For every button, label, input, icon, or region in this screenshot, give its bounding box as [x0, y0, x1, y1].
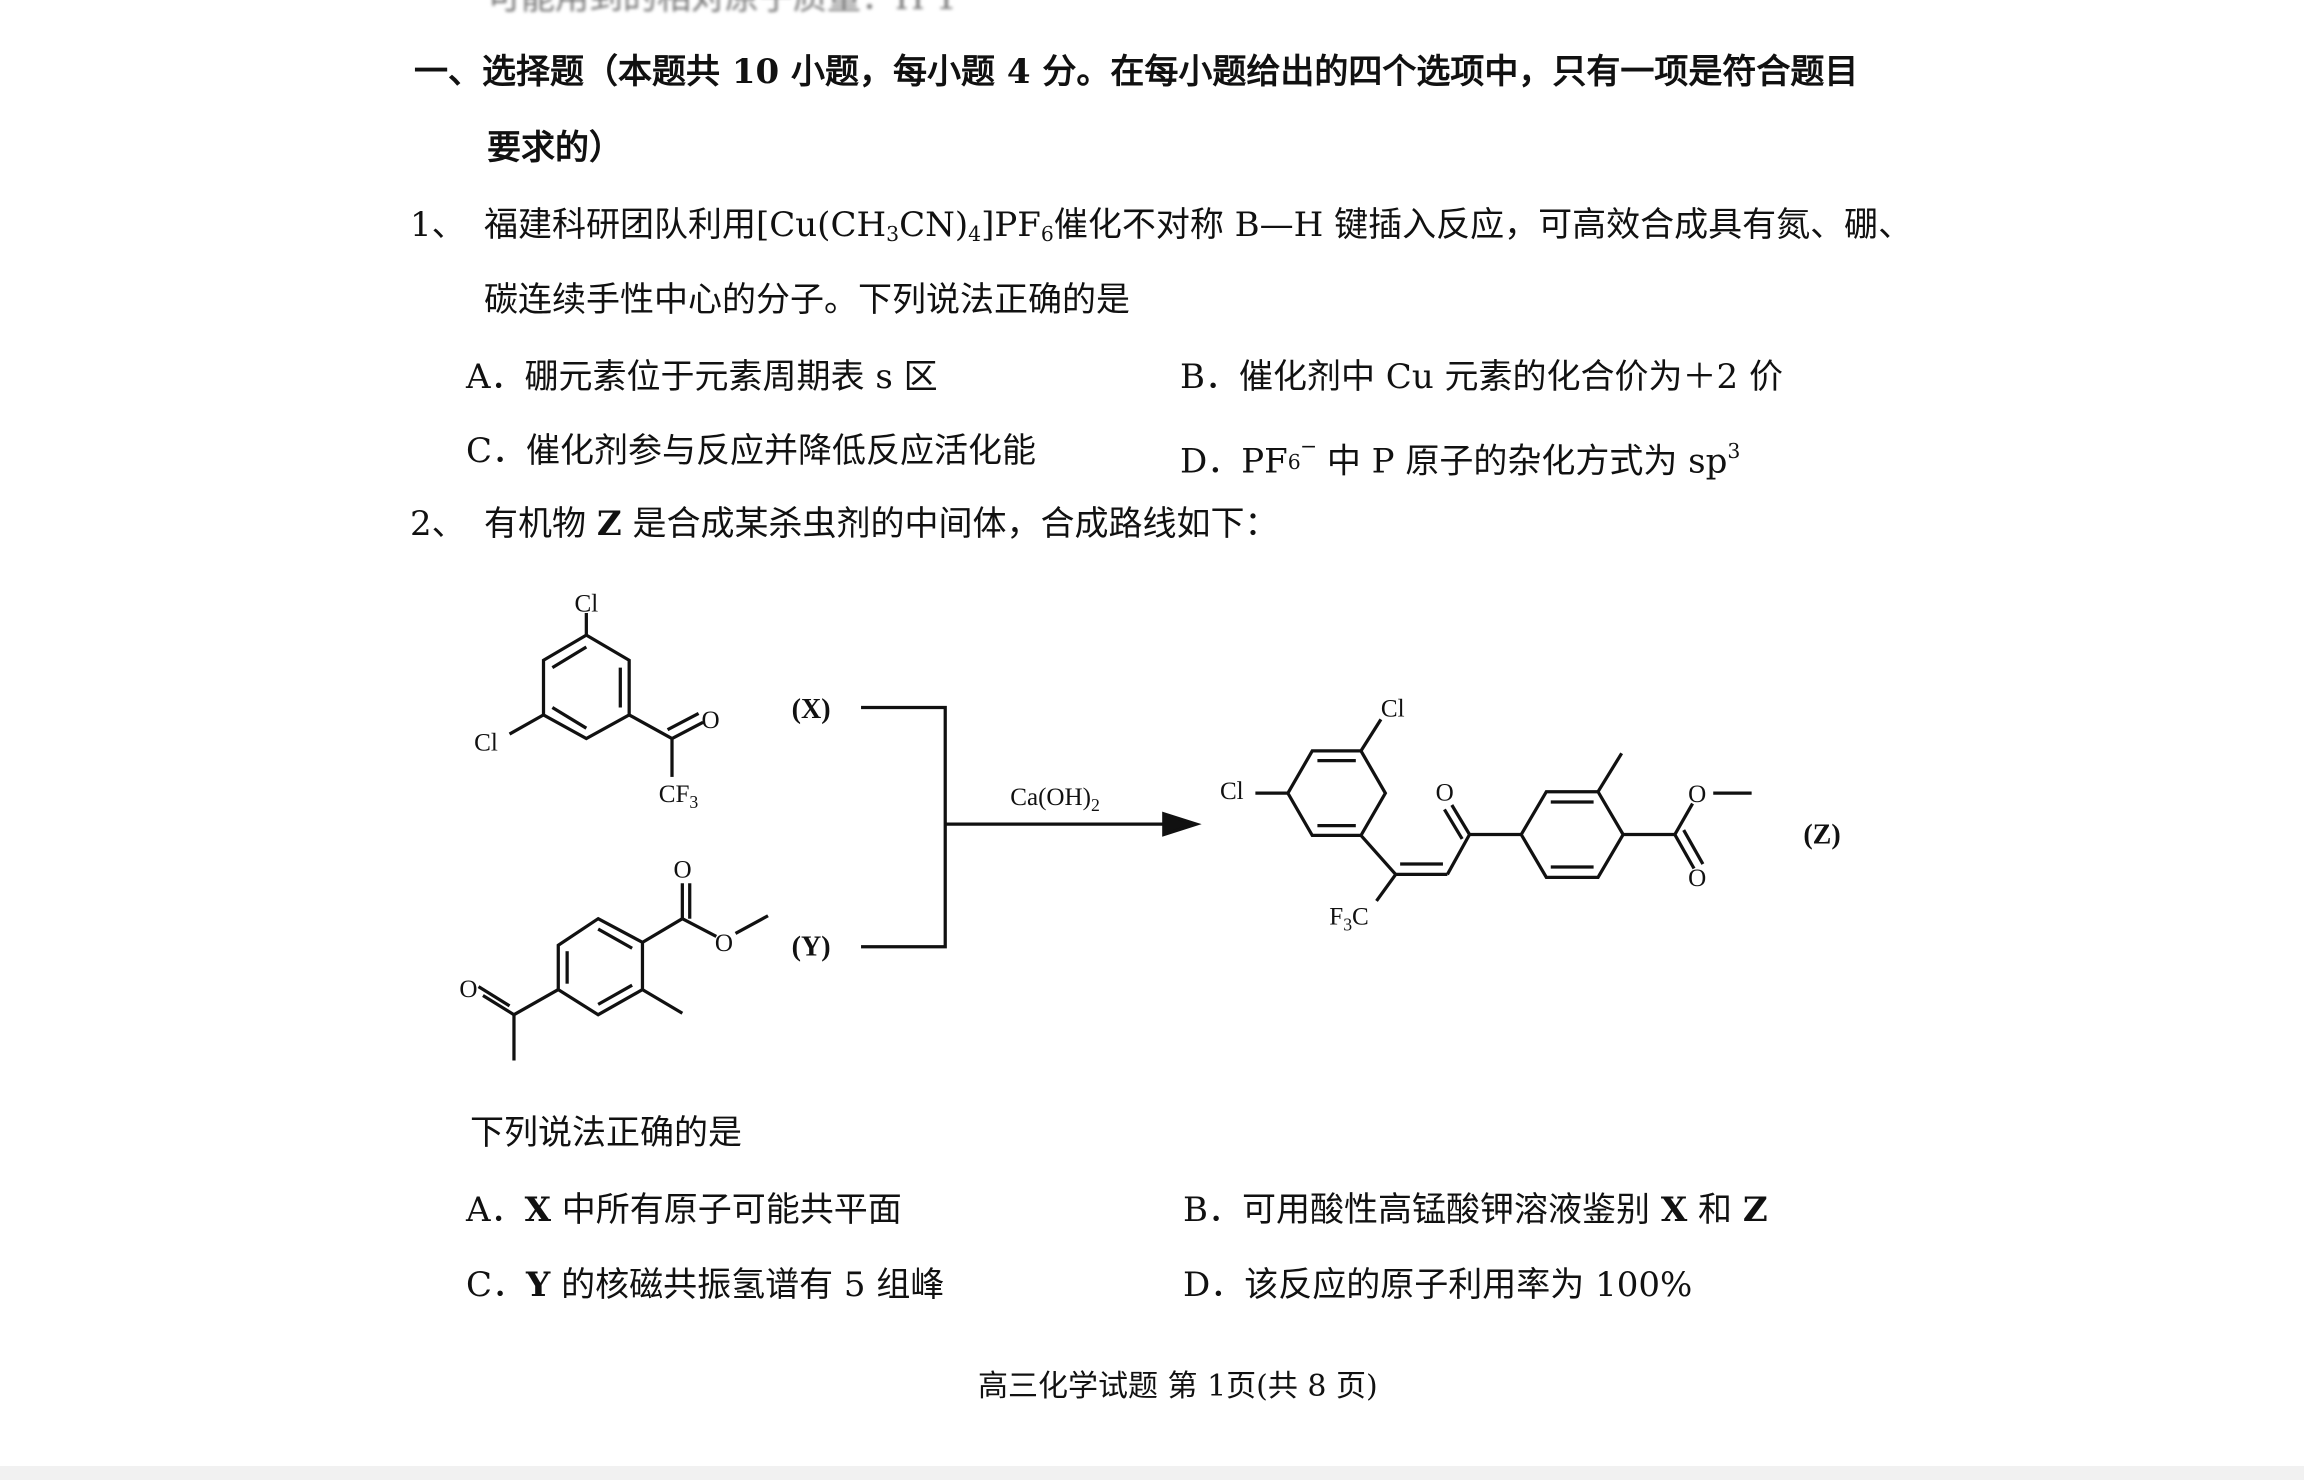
option-label: A．	[466, 1190, 525, 1230]
q2-option-a[interactable]: A．X 中所有原子可能共平面	[466, 1190, 902, 1230]
atom-cl: Cl	[575, 591, 599, 618]
atom-cf3: CF3	[659, 781, 699, 812]
benzene-ring	[1519, 790, 1626, 879]
bracket	[861, 705, 947, 949]
atom-o: O	[459, 976, 477, 1003]
molecule-x: Cl Cl O CF3	[474, 591, 720, 812]
q1-stem-line1: 福建科研团队利用[Cu(CH3CN)4]PF6催化不对称 B—H 键插入反应，可…	[484, 205, 1912, 254]
molecule-z: Cl Cl F3C O O O	[1220, 695, 1752, 935]
atom-o: O	[1688, 865, 1706, 892]
label-y: (Y)	[792, 932, 831, 963]
compound-z: Z	[596, 504, 622, 544]
q1-text: 福建科研团队利用[Cu(CH	[484, 205, 887, 245]
option-text: 可用酸性高锰酸钾溶液鉴别	[1242, 1190, 1661, 1230]
option-label: B．	[1180, 357, 1239, 397]
benzene-ring	[541, 633, 631, 741]
cutoff-text: 可能用到的相对原子质量：H 1	[487, 0, 957, 18]
q1-option-b[interactable]: B．催化剂中 Cu 元素的化合价为＋2 价	[1180, 357, 1783, 397]
section-heading: 一、选择题（本题共 10 小题，每小题 4 分。在每小题给出的四个选项中，只有一…	[414, 52, 1859, 92]
q2-prompt: 下列说法正确的是	[470, 1113, 742, 1153]
atom-cl: Cl	[474, 729, 498, 756]
q1-text: 催化不对称 B—H 键插入反应，可高效合成具有氮、硼、	[1053, 205, 1913, 245]
q1-option-c[interactable]: C．催化剂参与反应并降低反应活化能	[466, 431, 1036, 471]
superscript: 3	[1727, 439, 1741, 463]
q2-text: 是合成某杀虫剂的中间体，合成路线如下：	[621, 504, 1279, 544]
q2-option-c[interactable]: C．Y 的核磁共振氢谱有 5 组峰	[466, 1265, 944, 1305]
q2-text: 有机物	[484, 504, 597, 544]
section-heading-cont: 要求的）	[487, 128, 623, 168]
option-label: A．	[466, 357, 525, 397]
charge: −	[1299, 434, 1318, 459]
compound-x: X	[524, 1190, 551, 1230]
atom-f3c: F3C	[1329, 904, 1369, 935]
sub-sup: −6	[1288, 434, 1327, 474]
q2-stem: 有机物 Z 是合成某杀虫剂的中间体，合成路线如下：	[484, 504, 1278, 544]
option-text: 中 P 原子的杂化方式为 sp	[1326, 441, 1728, 482]
atom-o: O	[715, 930, 733, 957]
option-text: 催化剂中 Cu 元素的化合价为＋2 价	[1239, 357, 1783, 397]
benzene-ring	[556, 916, 645, 1017]
page-footer: 高三化学试题 第 1页(共 8 页)	[978, 1369, 1378, 1404]
q2-option-b[interactable]: B．可用酸性高锰酸钾溶液鉴别 X 和 Z	[1183, 1190, 1768, 1230]
molecule-y: O O O	[459, 856, 769, 1061]
page-edge	[0, 1466, 2304, 1480]
q1-option-a[interactable]: A．硼元素位于元素周期表 s 区	[466, 357, 938, 397]
arrowhead	[1162, 811, 1202, 837]
option-text: 和	[1687, 1190, 1743, 1230]
label-z: (Z)	[1803, 819, 1840, 850]
q1-sub: 6	[1040, 222, 1054, 247]
option-label: D．	[1183, 1265, 1245, 1305]
option-text: 中所有原子可能共平面	[550, 1190, 902, 1230]
compound-z: Z	[1742, 1190, 1768, 1230]
reagent: Ca(OH)2	[1010, 784, 1100, 815]
subscript: 6	[1287, 450, 1301, 475]
q1-number: 1、	[410, 205, 466, 245]
atom-o: O	[673, 856, 691, 883]
option-text: 的核磁共振氢谱有 5 组峰	[550, 1265, 945, 1305]
q1-sub: 3	[886, 222, 900, 247]
option-text: PF	[1241, 441, 1288, 482]
label-x: (X)	[792, 694, 831, 725]
atom-cl: Cl	[1220, 778, 1244, 805]
compound-y: Y	[526, 1265, 551, 1305]
option-label: B．	[1183, 1190, 1242, 1230]
atom-o: O	[1688, 781, 1706, 808]
option-text: 硼元素位于元素周期表 s 区	[524, 357, 938, 397]
option-label: C．	[466, 1265, 527, 1305]
q1-text: ]PF	[981, 205, 1041, 245]
atom-cl: Cl	[1381, 695, 1405, 722]
atom-o: O	[702, 707, 720, 734]
atom-o: O	[1436, 780, 1454, 807]
option-label: C．	[466, 431, 527, 471]
option-label: D．	[1180, 441, 1242, 482]
q1-sub: 4	[968, 222, 982, 247]
benzene-ring	[1286, 749, 1388, 838]
q1-text: CN)	[899, 205, 969, 245]
option-text: 催化剂参与反应并降低反应活化能	[526, 431, 1037, 471]
q1-stem-line2: 碳连续手性中心的分子。下列说法正确的是	[484, 280, 1130, 320]
option-text: 该反应的原子利用率为 100%	[1244, 1265, 1693, 1305]
q2-option-d[interactable]: D．该反应的原子利用率为 100%	[1183, 1265, 1692, 1305]
compound-x: X	[1660, 1190, 1688, 1230]
q2-number: 2、	[410, 504, 466, 544]
